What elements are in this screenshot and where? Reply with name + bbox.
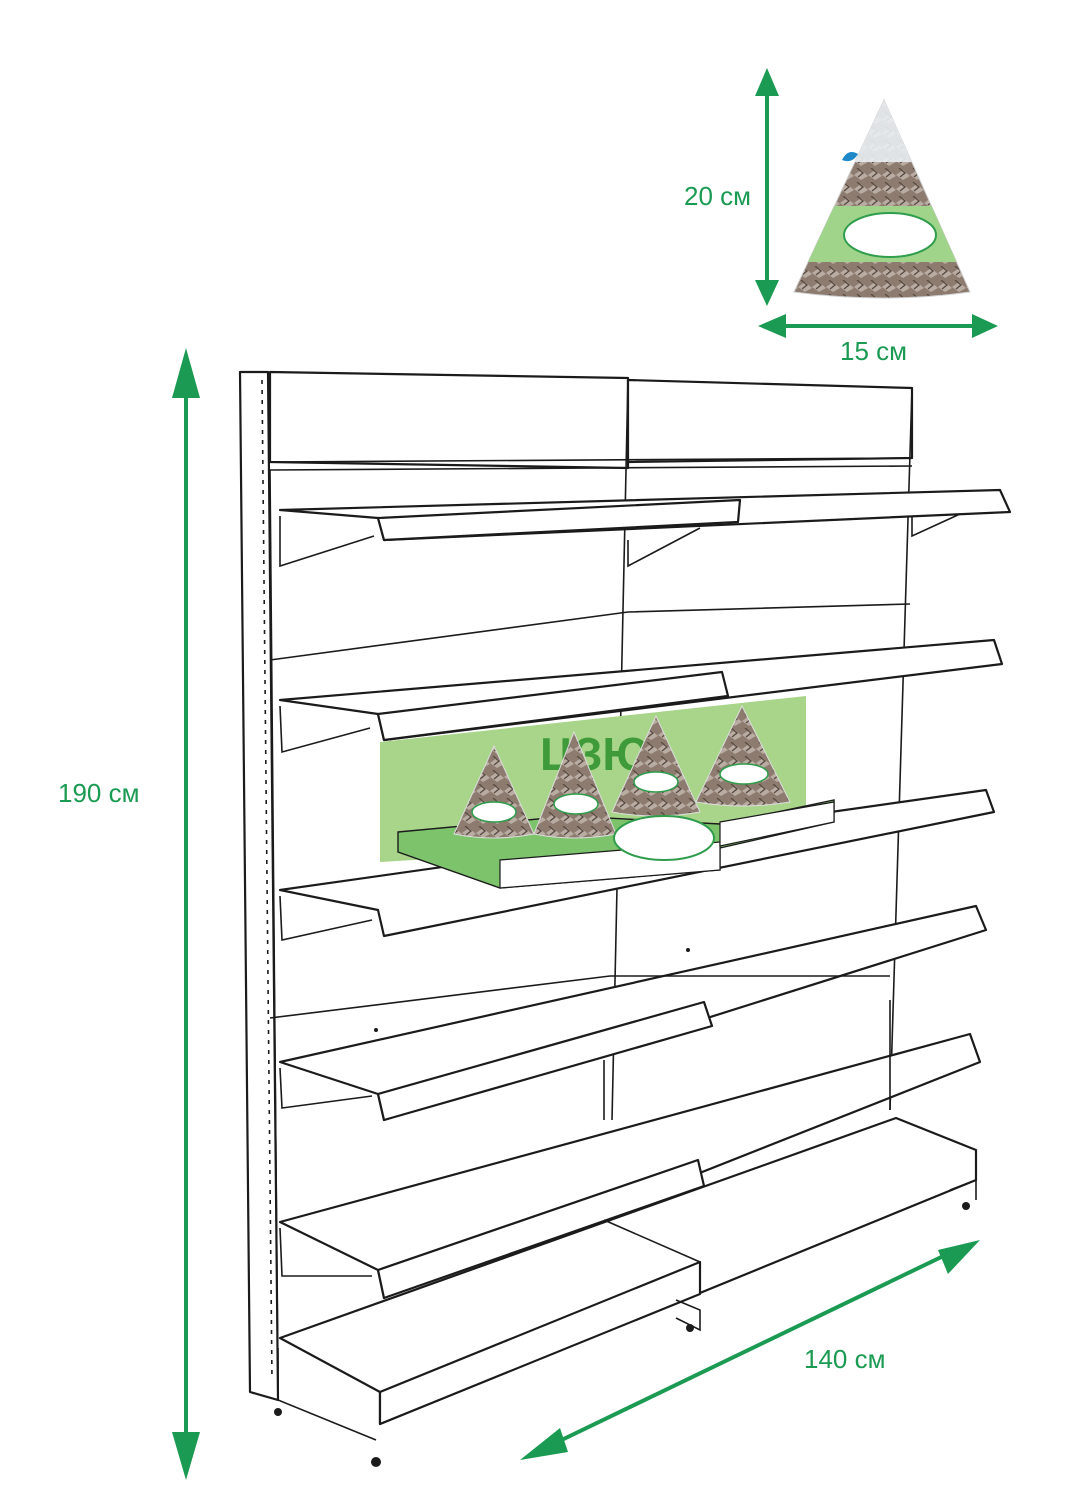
base-shelf: [274, 1116, 978, 1467]
rack-width-arrow: [520, 1240, 980, 1460]
shelf-4: [269, 904, 988, 1122]
tea-pyramid-package: [793, 98, 971, 299]
display-pyramids: [453, 704, 791, 861]
product-height-arrow: [755, 68, 779, 306]
rack-upright: [238, 370, 280, 1402]
shelf-2: [269, 603, 1004, 754]
product-width-arrow: [758, 314, 998, 338]
rack-height-arrow: [172, 348, 200, 1480]
product-width-label: 15 см: [840, 336, 908, 366]
shelf-1: [278, 488, 1012, 568]
shelf-5: [278, 1000, 982, 1300]
rack-height-label: 190 см: [58, 778, 140, 808]
rack-width-label: 140 см: [804, 1344, 886, 1374]
rack-headboard: [268, 370, 914, 471]
product-height-label: 20 см: [684, 181, 752, 211]
